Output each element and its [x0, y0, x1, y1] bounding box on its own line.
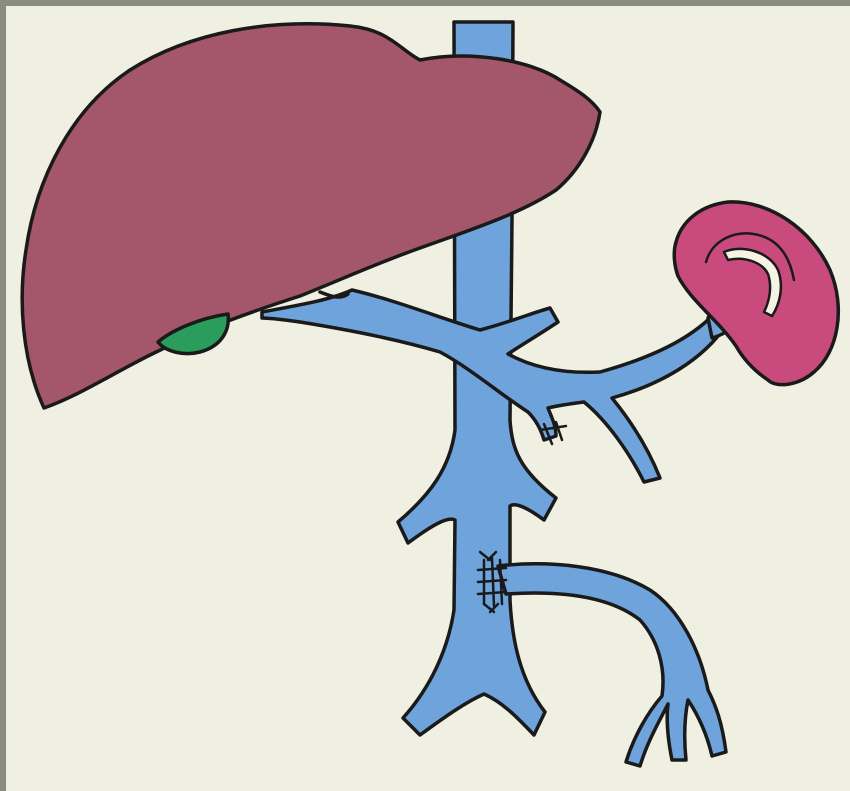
anatomy-illustration: [0, 0, 850, 791]
portosystemic-shunt-diagram: [0, 0, 850, 791]
